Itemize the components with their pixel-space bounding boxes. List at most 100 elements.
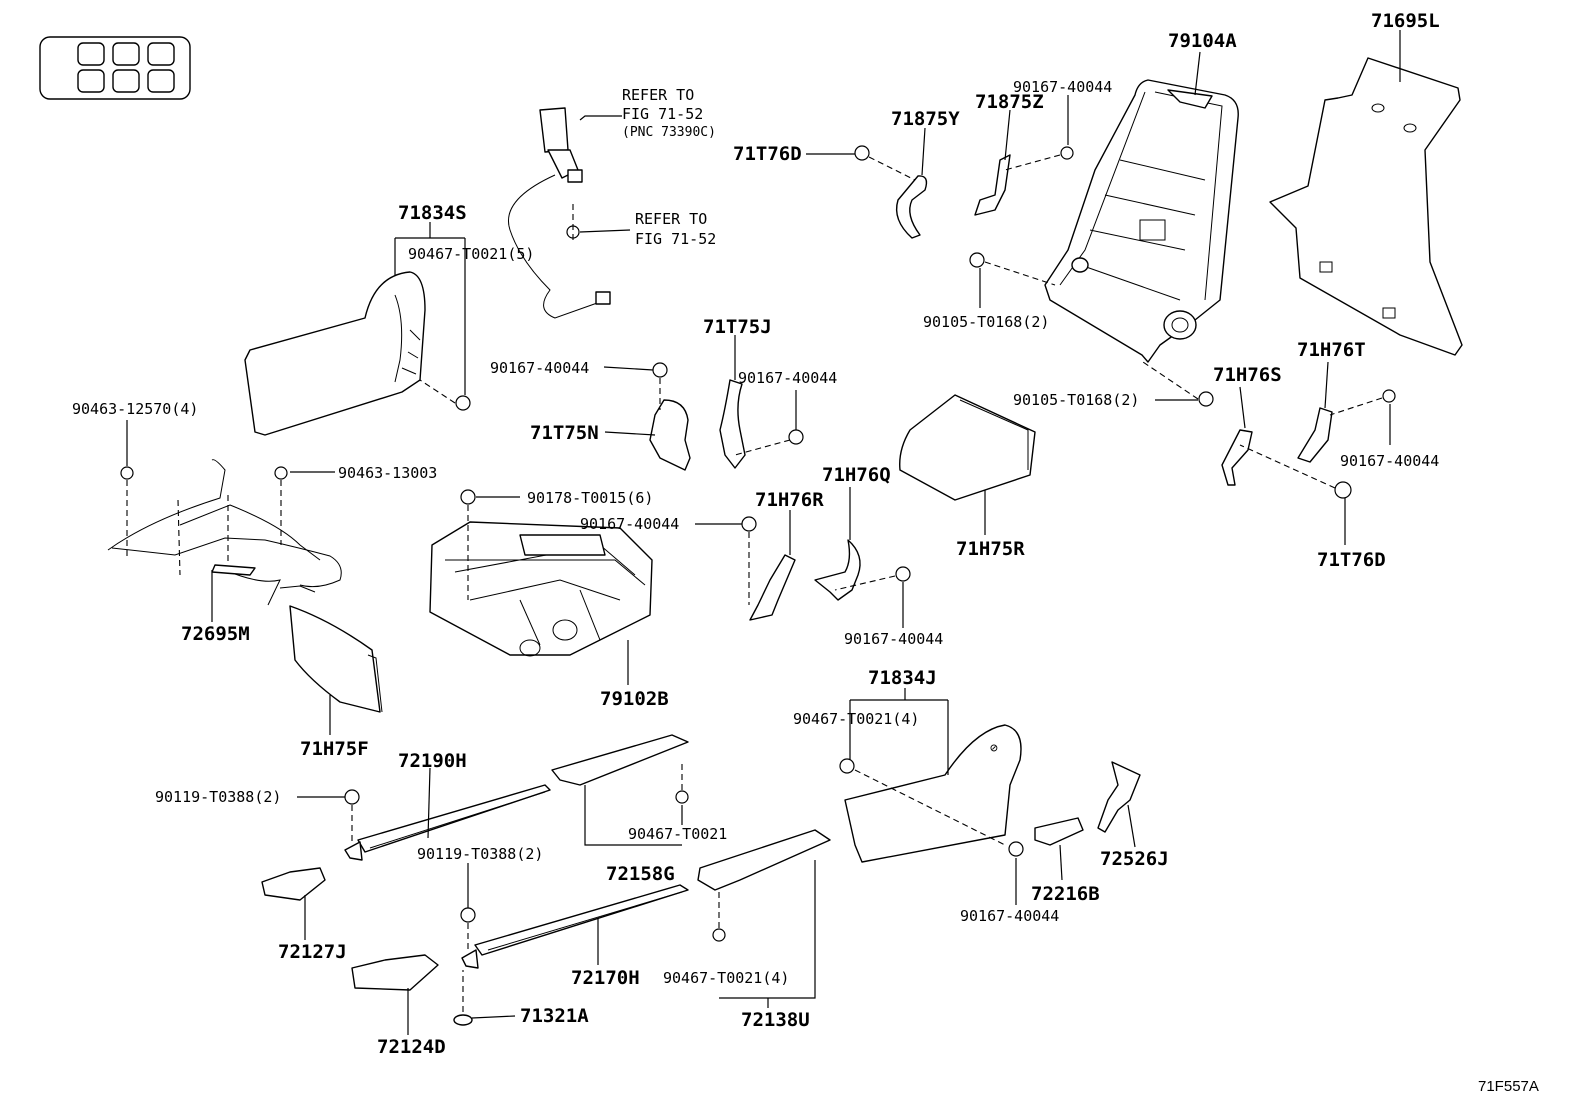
seat-position-indicator	[39, 36, 191, 100]
shield-71834J	[844, 724, 1022, 863]
assembly-lines	[126, 154, 1383, 1012]
label-90167-40044-d[interactable]: 90167-40044	[580, 515, 679, 533]
fastener-90463-a	[120, 466, 134, 480]
label-72695M[interactable]: 72695M	[181, 623, 250, 645]
board-hole	[1371, 103, 1385, 113]
shield-71834S	[244, 271, 426, 436]
label-71875Y[interactable]: 71875Y	[891, 108, 960, 130]
label-71T76D-a[interactable]: 71T76D	[733, 143, 802, 165]
bracket-71875Z	[974, 154, 1011, 216]
fastener-90167-g	[1008, 841, 1024, 857]
fastener-90463-b	[274, 466, 288, 480]
label-71321A[interactable]: 71321A	[520, 1005, 589, 1027]
cushion-71H75R	[899, 394, 1036, 501]
label-90467-T0021-5[interactable]: 90467-T0021(5)	[408, 245, 534, 263]
label-90463-13003[interactable]: 90463-13003	[338, 464, 437, 482]
rail-72170H	[461, 884, 689, 969]
board-hole	[1403, 123, 1417, 133]
label-71834J[interactable]: 71834J	[868, 667, 937, 689]
label-refer1-line3[interactable]: (PNC 73390C)	[622, 125, 716, 140]
label-71H76S[interactable]: 71H76S	[1213, 364, 1282, 386]
fastener-90167-a	[1060, 146, 1074, 160]
label-refer2-line2[interactable]: FIG 71-52	[635, 230, 716, 248]
seat-cell-rear-left	[77, 69, 105, 93]
rail-cover-72138U	[697, 829, 831, 891]
fastener-90178	[460, 489, 476, 505]
fastener-90467	[675, 790, 689, 804]
fastener-90167-b	[652, 362, 668, 378]
wire-harness-72695M	[107, 459, 342, 606]
fastener-90167-d	[741, 516, 757, 532]
fastener-90467-4a	[839, 758, 855, 774]
fasteners	[120, 145, 1396, 942]
label-71H75F[interactable]: 71H75F	[300, 738, 369, 760]
bracket-71H76S	[1221, 429, 1253, 486]
seat-cell-front-left	[77, 42, 105, 66]
shield-detail	[401, 329, 421, 375]
seat-cell-rear-right	[147, 69, 175, 93]
label-90167-40044-b[interactable]: 90167-40044	[490, 359, 589, 377]
board-slot	[1382, 307, 1396, 319]
label-79102B[interactable]: 79102B	[600, 688, 669, 710]
label-72124D[interactable]: 72124D	[377, 1036, 446, 1058]
label-refer1-line2[interactable]: FIG 71-52	[622, 105, 703, 123]
hook-71875Y	[895, 175, 928, 239]
label-72127J[interactable]: 72127J	[278, 941, 347, 963]
label-90463-12570[interactable]: 90463-12570(4)	[72, 400, 198, 418]
label-71834S[interactable]: 71834S	[398, 202, 467, 224]
bracket-71H76Q	[814, 539, 861, 601]
label-90467-T0021-4a[interactable]: 90467-T0021(4)	[793, 710, 919, 728]
label-refer1-line1[interactable]: REFER TO	[622, 86, 694, 104]
label-90467-T0021-4b[interactable]: 90467-T0021(4)	[663, 969, 789, 987]
label-90167-40044-c[interactable]: 90167-40044	[738, 369, 837, 387]
bracket-71H76R	[749, 554, 796, 621]
label-90119-T0388-b[interactable]: 90119-T0388(2)	[417, 845, 543, 863]
diagram-code: 71F557A	[1478, 1078, 1539, 1095]
label-72138U[interactable]: 72138U	[741, 1009, 810, 1031]
board-slot	[1319, 261, 1333, 273]
label-90119-T0388-a[interactable]: 90119-T0388(2)	[155, 788, 281, 806]
label-72216B[interactable]: 72216B	[1031, 883, 1100, 905]
cover-edge	[367, 654, 383, 713]
label-72526J[interactable]: 72526J	[1100, 848, 1169, 870]
label-71T75J[interactable]: 71T75J	[703, 316, 772, 338]
cushion-edge	[959, 399, 1029, 470]
label-refer2-line1[interactable]: REFER TO	[635, 210, 707, 228]
label-90167-40044-g[interactable]: 90167-40044	[960, 907, 1059, 925]
label-90105-T0168-b[interactable]: 90105-T0168(2)	[1013, 391, 1139, 409]
label-71T75N[interactable]: 71T75N	[530, 422, 599, 444]
label-90178-T0015[interactable]: 90178-T0015(6)	[527, 489, 653, 507]
seat-cell-front-right	[147, 42, 175, 66]
label-71H76T[interactable]: 71H76T	[1297, 339, 1366, 361]
fastener-90167-e	[895, 566, 911, 582]
label-72190H[interactable]: 72190H	[398, 750, 467, 772]
label-90105-T0168-a[interactable]: 90105-T0168(2)	[923, 313, 1049, 331]
label-71H76R[interactable]: 71H76R	[755, 489, 824, 511]
label-71695L[interactable]: 71695L	[1371, 10, 1440, 32]
end-cap-72124D	[351, 954, 439, 991]
shield-mark: ⊘	[990, 741, 998, 756]
fastener-90467-5	[455, 395, 471, 411]
label-90167-40044-e[interactable]: 90167-40044	[844, 630, 943, 648]
fastener-90105-a	[969, 252, 985, 268]
label-90167-40044-a[interactable]: 90167-40044	[1013, 78, 1112, 96]
label-79104A[interactable]: 79104A	[1168, 30, 1237, 52]
bracket-71T75J	[719, 379, 746, 469]
label-90467-T0021[interactable]: 90467-T0021	[628, 825, 727, 843]
label-90167-40044-f[interactable]: 90167-40044	[1340, 452, 1439, 470]
label-71T76D-b[interactable]: 71T76D	[1317, 549, 1386, 571]
label-72170H[interactable]: 72170H	[571, 967, 640, 989]
fastener-90467-4b	[712, 928, 726, 942]
cushion-frame-79102B	[429, 521, 653, 657]
cover-71H75F	[289, 605, 381, 713]
rail-cover-72158G	[551, 734, 689, 786]
label-71875Z[interactable]: 71875Z	[975, 91, 1044, 113]
label-71H75R[interactable]: 71H75R	[956, 538, 1025, 560]
cover-72526J	[1097, 761, 1141, 833]
leader-lines	[126, 30, 1401, 1035]
label-71H76Q[interactable]: 71H76Q	[822, 464, 891, 486]
seat-cell-rear-center	[112, 69, 140, 93]
label-72158G[interactable]: 72158G	[606, 863, 675, 885]
fastener-90167-f	[1382, 389, 1396, 403]
